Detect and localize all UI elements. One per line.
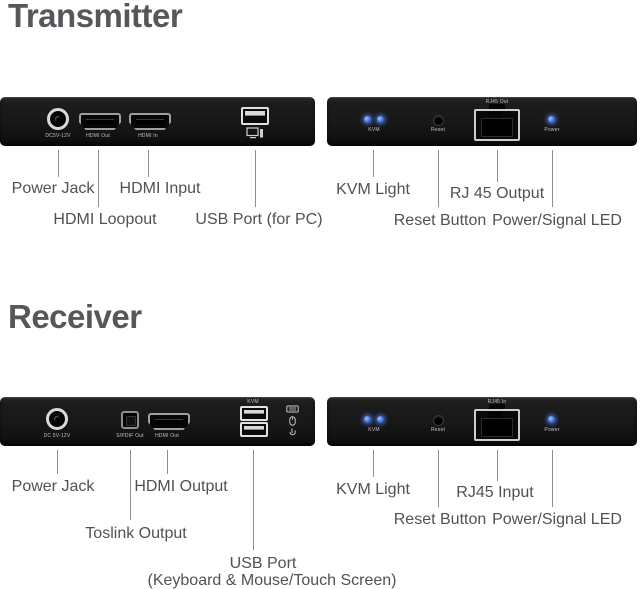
kvm-led-1 [364,416,371,423]
spdif-port-label: S/PDIF Out [116,433,144,439]
power-jack-port-label: DC5V-12V [45,133,71,139]
kvm-led-2 [377,116,384,123]
usb-kvm-port-2 [240,422,268,437]
callout-power-jack-label: Power Jack [11,180,95,197]
rj45-out-port [474,109,520,141]
callout-rj45-output-label: RJ 45 Output [449,185,545,202]
power-jack-port [47,108,69,130]
callout-line-hdmi-output [167,450,168,474]
callout-line-power-jack [57,450,58,474]
callout-reset-button-label: Reset Button [393,511,487,528]
power-led-label: Power [544,127,560,133]
callout-line-rj45-input [497,450,498,481]
rj45-in-port [474,409,520,441]
callout-usb-port-label-line1: USB Port [229,555,297,572]
power-jack-port-label: DC 5V-12V [43,433,71,439]
callout-usb-port-label: USB Port (for PC) [195,211,323,228]
hdmi-out-port-label: HDMI Out [155,433,179,439]
callout-toslink-output-label: Toslink Output [85,525,187,542]
usb-pc-port [241,107,269,125]
reset-button-control [433,415,444,426]
callout-power-jack-label: Power Jack [11,478,95,495]
callout-kvm-light-label: KVM Light [336,481,410,498]
callout-line-toslink-output [130,450,131,520]
callout-line-kvm-light [373,450,374,477]
hdmi-loopout-port [79,113,121,130]
callout-line-rj45-output [497,150,498,182]
callout-line-power-jack [58,150,59,177]
callout-usb-port-label-line2: (Keyboard & Mouse/Touch Screen) [147,572,397,589]
power-led-label: Power [544,427,560,433]
touch-icon [288,428,297,438]
callout-line-reset-button [438,450,439,507]
rj45-plug-boot [489,104,505,112]
mouse-icon [289,416,296,426]
reset-button-control [433,115,444,126]
toslink-port [121,411,139,429]
rj45-plug-boot [489,404,505,412]
kvm-led-label: KVM [368,427,380,433]
callout-line-hdmi-loopout [98,150,99,207]
callout-reset-button-label: Reset Button [393,212,487,229]
callout-line-power-signal-led [552,450,553,507]
receiver-title: Receiver [8,298,142,335]
reset-port-label: Reset [430,427,446,433]
receiver-ports-panel: DC 5V-12V S/PDIF Out HDMI Out KVM [0,397,315,446]
callout-line-power-signal-led [552,150,553,207]
callout-hdmi-loopout-label: HDMI Loopout [53,211,157,228]
callout-line-usb-port [255,150,256,207]
rj45-in-port-label: RJ45 In [487,399,507,405]
keyboard-icon [286,405,299,413]
kvm-led-2 [377,416,384,423]
transmitter-link-panel: KVM Reset RJ45 Out Power [327,97,637,146]
hdmi-in-port-label: HDMI In [138,133,158,139]
callout-kvm-light-label: KVM Light [336,181,410,198]
callout-line-kvm-light [373,150,374,177]
reset-port-label: Reset [430,127,446,133]
callout-power-signal-led-label: Power/Signal LED [492,511,622,528]
callout-power-signal-led-label: Power/Signal LED [492,212,622,229]
kvm-usb-label: KVM [247,399,259,405]
callout-hdmi-output-label: HDMI Output [134,478,228,495]
callout-line-reset-button [438,150,439,207]
transmitter-ports-panel: DC5V-12V HDMI Out HDMI In [0,97,315,146]
power-led [548,116,555,123]
transmitter-title: Transmitter [8,0,183,34]
rj45-out-port-label: RJ45 Out [485,99,509,105]
callout-hdmi-input-label: HDMI Input [119,180,201,197]
hdmi-in-port [129,113,171,130]
callout-line-hdmi-input [148,150,149,177]
receiver-link-panel: KVM Reset RJ45 In Power [327,397,637,446]
usb-kvm-port-1 [240,406,268,421]
kvm-led-label: KVM [368,127,380,133]
hdmi-out-port [148,413,190,430]
kvm-led-1 [364,116,371,123]
power-led [548,416,555,423]
callout-rj45-input-label: RJ45 Input [456,484,534,501]
hdmi-out-port-label: HDMI Out [86,133,110,139]
callout-line-usb-port [253,450,254,550]
monitor-icon [246,127,264,139]
power-jack-port [46,408,68,430]
